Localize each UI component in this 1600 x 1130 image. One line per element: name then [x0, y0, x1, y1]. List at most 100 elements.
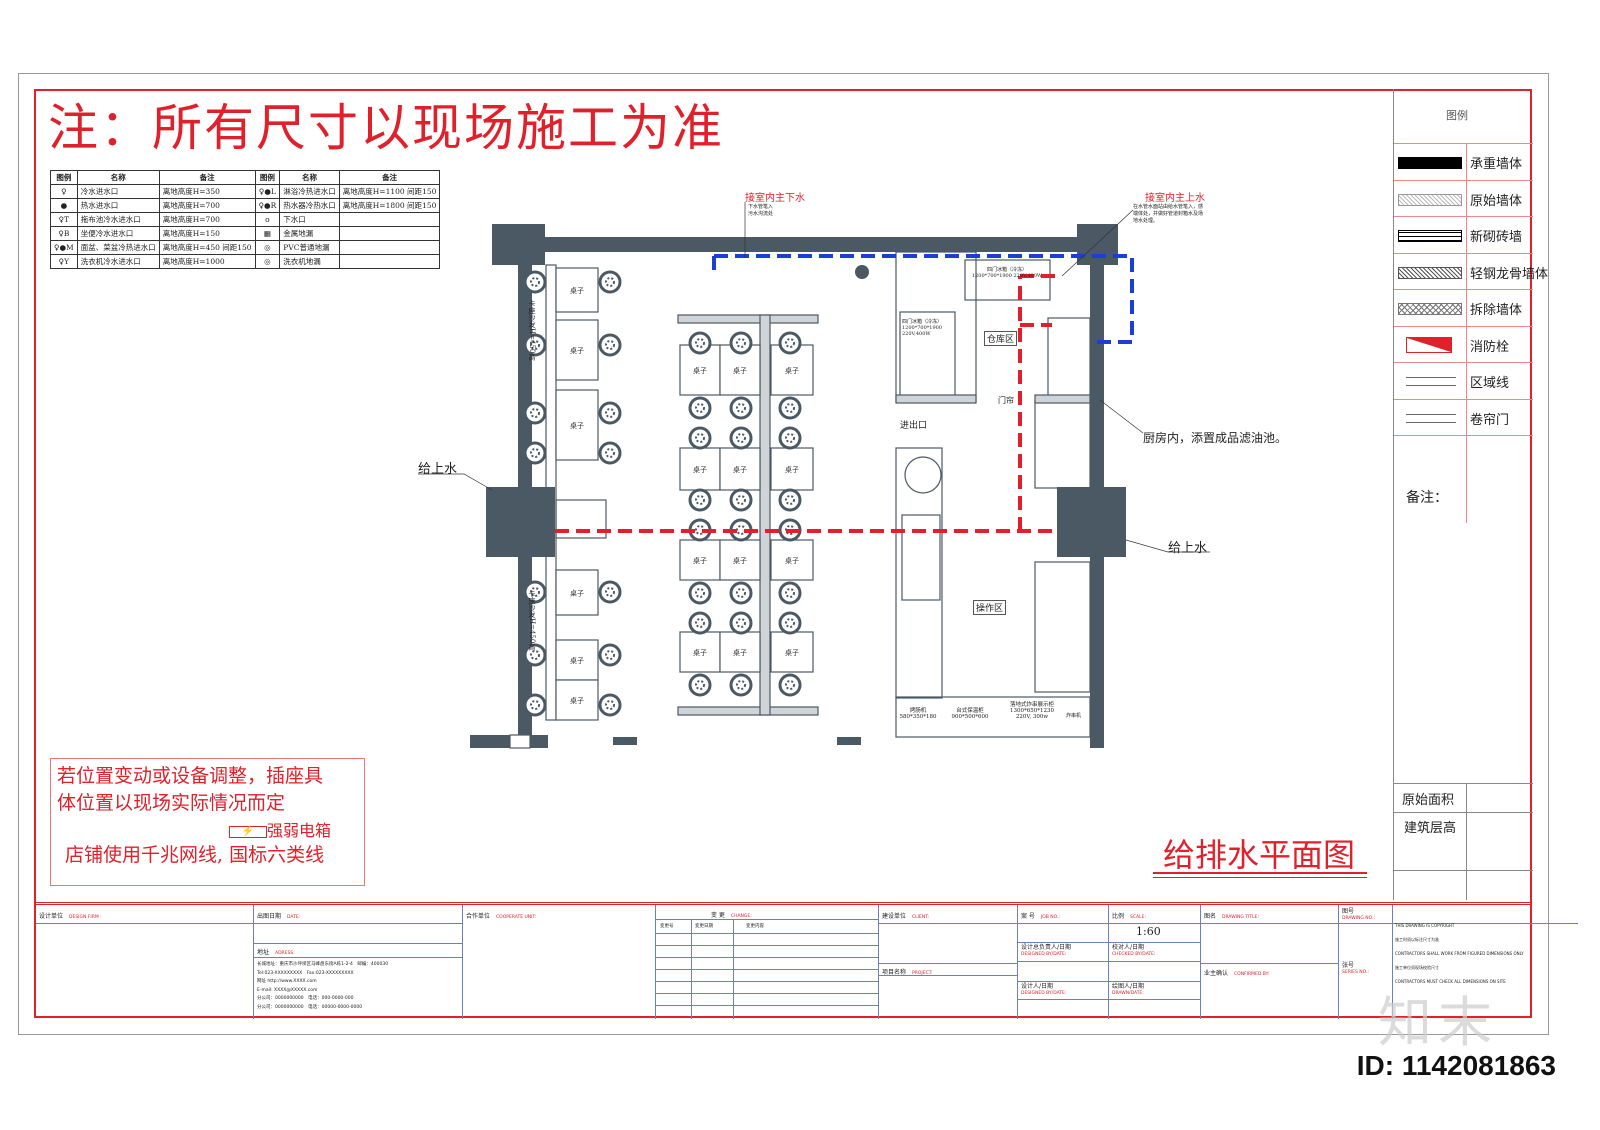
legend-cell: ♀Y [50, 254, 78, 269]
electrical-box-label: 强弱电箱 [267, 821, 332, 840]
operation-area-label: 操作区 [973, 600, 1007, 615]
chair-icon [729, 488, 753, 512]
table-label: 桌子 [693, 465, 707, 474]
legend-swatch-icon [1398, 193, 1462, 206]
table-label: 桌子 [785, 465, 799, 474]
electrical-box-icon: ⚡ [229, 825, 267, 838]
fridge-label: 四门冰箱（冷冻） 1200*700*1900 220V,400W [971, 267, 1043, 279]
main-drain-note: 下水管笔入 污水沟流处 [748, 204, 774, 217]
entrance-label: 进出口 [900, 421, 928, 431]
legend-item: 卷帘门 [1394, 398, 1533, 435]
main-supply-note: 在水管水面站由给水管笔入，感端体处，并做好管道封箱水及场地水处理。 [1133, 204, 1204, 224]
roaster-label: 烤肠机 580*350*180 [899, 708, 937, 720]
legend-item-label: 拆除墙体 [1470, 303, 1523, 318]
walls [470, 224, 1126, 748]
table [719, 631, 761, 673]
chair-seat [695, 403, 705, 413]
right-legend-panel: 图例 承重墙体原始墙体新砌砖墙轻钢龙骨墙体拆除墙体消防栓区域线卷帘门 备注： 原… [1393, 89, 1548, 900]
chair-seat [695, 495, 705, 505]
chair-icon [729, 426, 753, 450]
chair-seat [785, 403, 795, 413]
chair-seat [695, 680, 705, 690]
chair-seat [736, 680, 746, 690]
table-label: 桌子 [693, 366, 707, 375]
chair-seat [785, 588, 795, 598]
chair-seat [530, 650, 540, 660]
chair-icon [729, 331, 753, 355]
chair-seat [605, 448, 615, 458]
electrical-note-box: 若位置变动或设备调整，插座具 体位置以现场实际情况而定 ⚡强弱电箱 店铺使用千兆… [50, 758, 365, 886]
chair-icon [729, 611, 753, 635]
table [555, 639, 599, 681]
legend-item-label: 原始墙体 [1470, 193, 1523, 209]
chair-icon [778, 331, 802, 355]
table-label: 桌子 [733, 648, 747, 657]
legend-swatch-icon [1398, 157, 1462, 169]
chair-seat [695, 433, 705, 443]
legend-item: 消防栓 [1394, 325, 1533, 362]
chair-seat [736, 433, 746, 443]
table-label: 桌子 [785, 366, 799, 375]
copyright-line: 施工单位须现场校验尺寸 [1395, 965, 1439, 970]
chair-seat [785, 338, 795, 348]
copyright-line: 施工时须以标注尺寸为准 [1395, 937, 1439, 942]
door-curtain-label: 门帘 [998, 396, 1014, 405]
copyright-line: CONTRACTORS SHALL WORK FROM FIGURED DIME… [1395, 951, 1524, 956]
legend-item-label: 卷帘门 [1470, 412, 1510, 428]
building-height-label: 建筑层高 [1403, 821, 1456, 836]
legend-cell [338, 254, 441, 269]
chair-icon [778, 426, 802, 450]
floor-drain-icon [855, 265, 869, 279]
chair-seat [605, 700, 615, 710]
chair-icon [598, 333, 622, 357]
note-line: 店铺使用千兆网线, 国标六类线 [65, 844, 325, 866]
copyright-line: CONTRACTORS MUST CHECK ALL DIMENSIONS ON… [1395, 979, 1506, 984]
chair-icon [688, 426, 712, 450]
chair-seat [605, 587, 615, 597]
note-line: 体位置以现场实际情况而定 [57, 792, 286, 814]
legend-item: 拆除墙体 [1394, 289, 1533, 325]
chair-icon [688, 673, 712, 697]
chair-icon [688, 611, 712, 635]
chair-icon [523, 580, 547, 604]
table-label: 桌子 [785, 648, 799, 657]
address-line: 网址 http://www.XXXX.com [257, 979, 317, 984]
chair-icon [523, 401, 547, 425]
table [719, 447, 761, 491]
bench-label: 卡座沙发H=450高 [528, 590, 536, 651]
table-label: 桌子 [693, 648, 707, 657]
chair-icon [523, 441, 547, 465]
chair-seat [785, 495, 795, 505]
chair-seat [530, 408, 540, 418]
chair-seat [736, 403, 746, 413]
chair-seat [736, 588, 746, 598]
table [555, 569, 599, 616]
change-col: 变更号 [660, 924, 674, 929]
water-supply-right-label: 给上水 [1168, 541, 1208, 556]
table [770, 447, 814, 491]
legend-item-label: 区域线 [1470, 376, 1510, 391]
legend-swatch-icon [1406, 377, 1456, 386]
legend-item: 承重墙体 [1394, 143, 1533, 179]
chair-seat [736, 338, 746, 348]
legend-item: 新砌砖墙 [1394, 216, 1533, 252]
fridge-label: 四门冰箱（冷冻） 1200*700*1900 220V,400W [902, 319, 943, 337]
chair-icon [729, 581, 753, 605]
table-label: 桌子 [570, 421, 584, 430]
chair-seat [785, 618, 795, 628]
note-line: 若位置变动或设备调整，插座具 [57, 765, 324, 787]
